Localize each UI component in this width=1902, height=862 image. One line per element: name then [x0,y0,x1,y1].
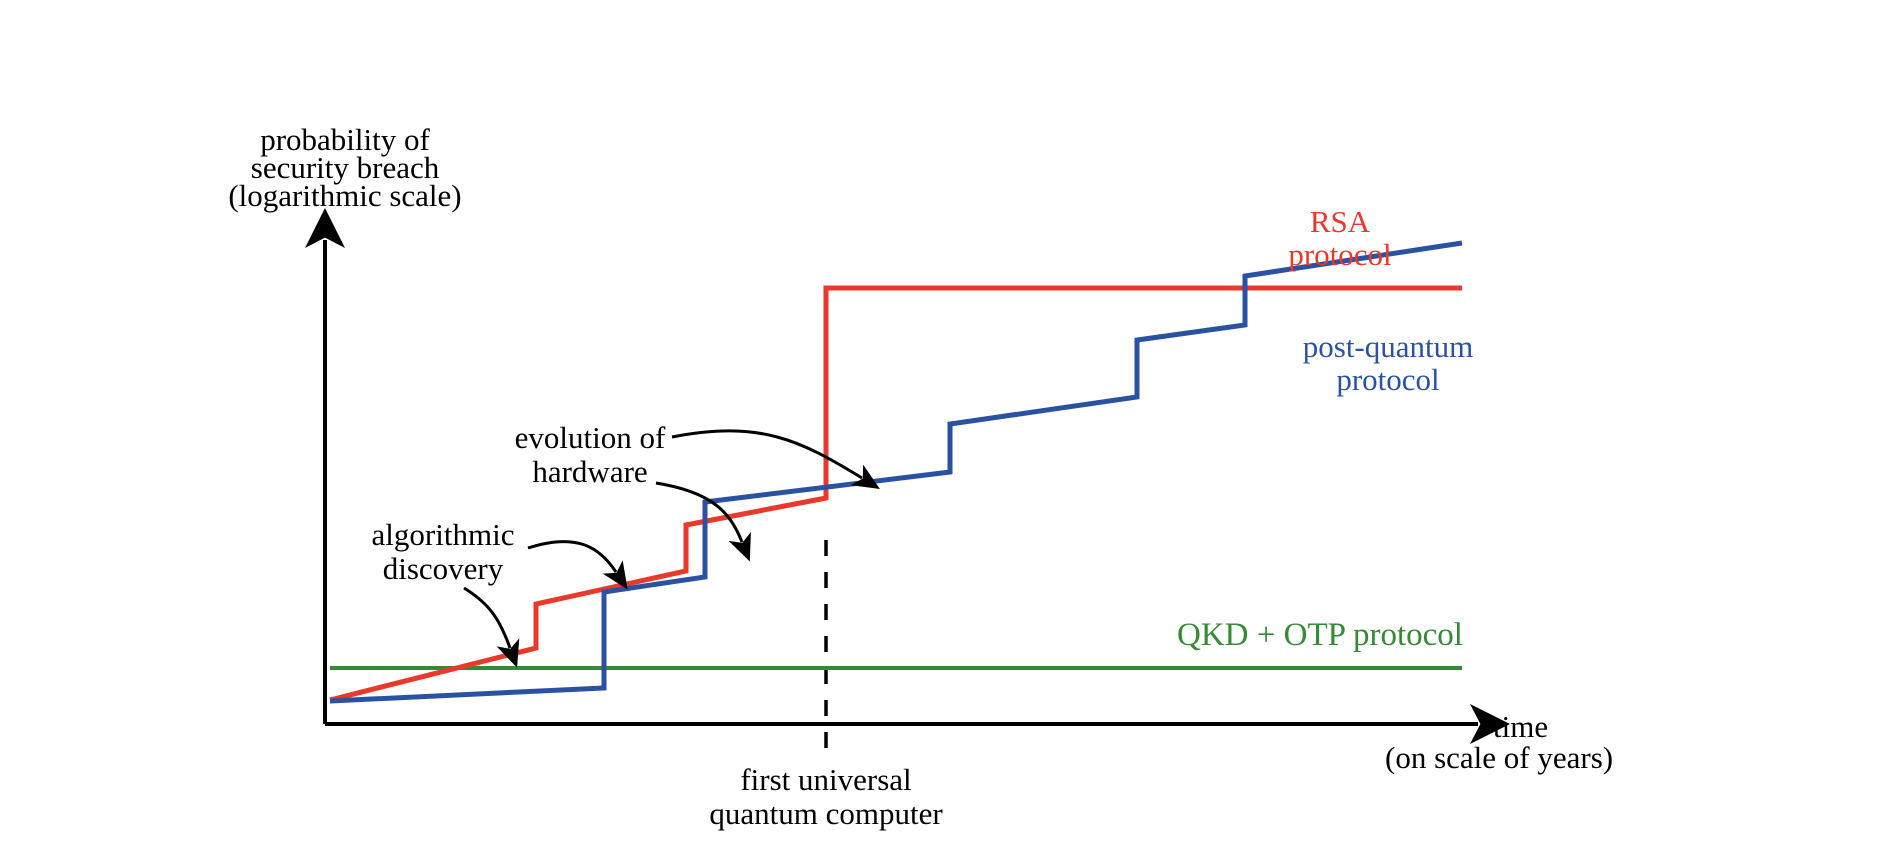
series-label-rsa-line-1: RSA [1310,204,1371,239]
series-line-post-quantum [329,240,1463,704]
x-axis-label-line-2: (on scale of years) [1385,740,1613,775]
annotation-arrow-hardware-right [671,429,880,489]
series-label-rsa: RSA protocol [1288,204,1391,272]
series-line-rsa [329,285,1462,703]
annotation-evolution-of-hardware: evolution of hardware [515,420,880,562]
x-axis-label: time (on scale of years) [1385,709,1613,775]
annotation-arrow-hardware-down [655,481,751,562]
annotation-algorithmic-discovery: algorithmic discovery [372,517,628,668]
series-label-post-quantum: post-quantum protocol [1303,329,1474,397]
annotation-first-universal-quantum-computer: first universal quantum computer [709,762,943,831]
annotation-evolution-of-hardware-line-1: evolution of [515,420,666,455]
series-label-qkd-otp: QKD + OTP protocol [1177,617,1463,653]
series-label-qkd-otp-line-1: QKD + OTP protocol [1177,617,1463,653]
annotation-arrow-algorithmic-right [527,540,628,590]
y-axis-label-line-2: security breach [251,150,440,185]
axis-group [305,208,1510,744]
annotation-arrow-algorithmic-down [463,586,520,668]
x-axis-label-line-1: time [1493,709,1548,744]
y-axis-label-line-3: (logarithmic scale) [228,178,461,213]
series-label-post-quantum-line-1: post-quantum [1303,329,1474,364]
annotation-algorithmic-discovery-line-2: discovery [383,551,504,586]
y-axis-label: probability of security breach (logarith… [228,122,461,213]
series-label-post-quantum-line-2: protocol [1336,362,1439,397]
annotation-evolution-of-hardware-line-2: hardware [532,454,647,489]
series-label-rsa-line-2: protocol [1288,237,1391,272]
annotation-first-universal-quantum-computer-line-1: first universal [740,762,911,797]
annotation-first-universal-quantum-computer-line-2: quantum computer [709,796,943,831]
y-axis-label-line-1: probability of [260,122,430,157]
annotation-algorithmic-discovery-line-1: algorithmic [372,517,515,552]
